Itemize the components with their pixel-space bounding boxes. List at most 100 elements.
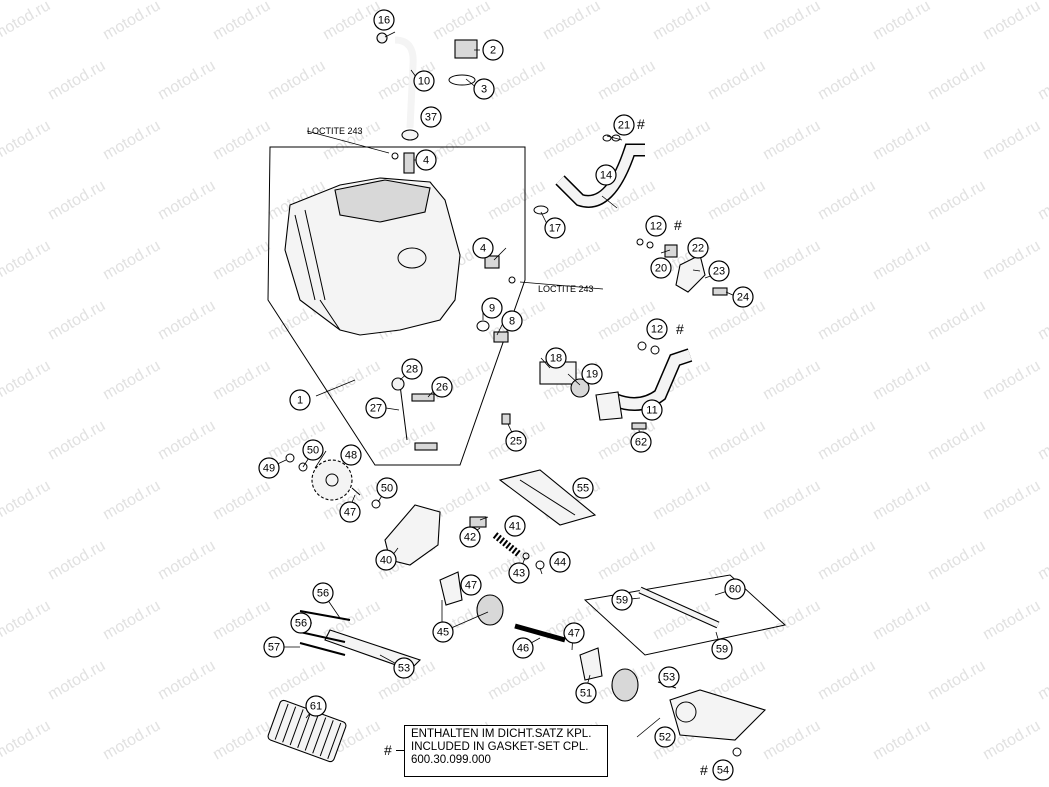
callout-24: 24 bbox=[732, 286, 754, 308]
callout-label: 59 bbox=[616, 595, 628, 607]
callout-label: 61 bbox=[310, 701, 322, 713]
watermark-text: motod.ru bbox=[870, 597, 933, 643]
callout-48: 48 bbox=[340, 444, 362, 466]
watermark-text: motod.ru bbox=[155, 417, 218, 463]
watermark-text: motod.ru bbox=[485, 657, 548, 703]
rotor-51a bbox=[579, 647, 603, 681]
callout-4: 4 bbox=[415, 149, 437, 171]
oil-screen-rib bbox=[519, 479, 576, 516]
o-ring-3 bbox=[448, 74, 476, 86]
callout-59: 59 bbox=[711, 638, 733, 660]
callout-label: 28 bbox=[406, 364, 418, 376]
callout-label: 25 bbox=[510, 436, 522, 448]
watermark-text: motod.ru bbox=[1035, 537, 1049, 583]
watermark-text: motod.ru bbox=[650, 117, 713, 163]
watermark-text: motod.ru bbox=[870, 357, 933, 403]
callout-label: 47 bbox=[465, 580, 477, 592]
callout-label: 56 bbox=[317, 588, 329, 600]
callout-28: 28 bbox=[401, 358, 423, 380]
watermark-text: motod.ru bbox=[45, 297, 108, 343]
callout-37: 37 bbox=[420, 106, 442, 128]
callout-label: 17 bbox=[549, 223, 561, 235]
screw-56a bbox=[299, 610, 351, 621]
watermark-text: motod.ru bbox=[100, 477, 163, 523]
watermark-text: motod.ru bbox=[870, 237, 933, 283]
watermark-text: motod.ru bbox=[0, 357, 53, 403]
watermark-text: motod.ru bbox=[980, 717, 1043, 763]
washer-side bbox=[508, 276, 516, 284]
callout-9: 9 bbox=[481, 297, 503, 319]
callout-51: 51 bbox=[575, 682, 597, 704]
note-mark: # bbox=[384, 742, 392, 758]
callout-52: 52 bbox=[654, 726, 676, 748]
loctite-label-top: LOCTITE 243 bbox=[307, 126, 363, 136]
watermark-text: motod.ru bbox=[650, 0, 713, 43]
watermark-text: motod.ru bbox=[45, 537, 108, 583]
gasket-mark-54: # bbox=[700, 762, 708, 778]
callout-56: 56 bbox=[312, 582, 334, 604]
callout-label: 12 bbox=[650, 221, 662, 233]
callout-label: 18 bbox=[550, 353, 562, 365]
oil-filter-pleats bbox=[274, 703, 342, 759]
callout-label: 21 bbox=[618, 120, 630, 132]
callout-label: 37 bbox=[425, 112, 437, 124]
watermark-text: motod.ru bbox=[430, 117, 493, 163]
o-ring-12a bbox=[636, 238, 644, 246]
callout-47: 47 bbox=[563, 622, 585, 644]
callout-23: 23 bbox=[708, 260, 730, 282]
callout-label: 40 bbox=[380, 555, 392, 567]
o-ring-21b bbox=[611, 134, 621, 142]
drain-plug-8 bbox=[493, 331, 509, 343]
bolt-27b bbox=[414, 442, 438, 451]
callout-12: 12 bbox=[646, 318, 668, 340]
watermark-text: motod.ru bbox=[980, 597, 1043, 643]
callout-62: 62 bbox=[630, 431, 652, 453]
watermark-text: motod.ru bbox=[430, 0, 493, 43]
o-ring-12d bbox=[650, 345, 660, 355]
watermark-text: motod.ru bbox=[705, 417, 768, 463]
watermark-text: motod.ru bbox=[980, 477, 1043, 523]
loctite-labels: LOCTITE 243 LOCTITE 243 bbox=[307, 126, 594, 294]
callout-4: 4 bbox=[472, 237, 494, 259]
watermark-text: motod.ru bbox=[760, 357, 823, 403]
bolt-26 bbox=[411, 393, 435, 402]
spring-41 bbox=[492, 532, 523, 558]
callout-label: 20 bbox=[655, 263, 667, 275]
note-line-partno: 600.30.099.000 bbox=[411, 754, 491, 766]
watermark-text: motod.ru bbox=[210, 357, 273, 403]
callout-label: 47 bbox=[568, 628, 580, 640]
fitting-20 bbox=[664, 244, 678, 258]
watermark-text: motod.ru bbox=[210, 717, 273, 763]
watermark-text: motod.ru bbox=[650, 477, 713, 523]
watermark-text: motod.ru bbox=[45, 57, 108, 103]
watermark-text: motod.ru bbox=[925, 417, 988, 463]
watermark-text: motod.ru bbox=[815, 657, 878, 703]
gasket-mark-12a: # bbox=[674, 217, 682, 233]
watermark-text: motod.ru bbox=[760, 117, 823, 163]
watermark-text: motod.ru bbox=[595, 297, 658, 343]
rotor-45a bbox=[439, 571, 463, 606]
callout-label: 10 bbox=[418, 76, 430, 88]
callout-label: 50 bbox=[381, 483, 393, 495]
watermark-text: motod.ru bbox=[815, 537, 878, 583]
watermark-text: motod.ru bbox=[1035, 297, 1049, 343]
note-leader bbox=[396, 750, 406, 751]
callout-54: 54 bbox=[712, 759, 734, 781]
callout-label: 60 bbox=[729, 584, 741, 596]
callout-44: 44 bbox=[549, 551, 571, 573]
watermark-text: motod.ru bbox=[45, 417, 108, 463]
rotor-51b bbox=[611, 668, 639, 702]
callout-47: 47 bbox=[339, 501, 361, 523]
watermark-text: motod.ru bbox=[485, 177, 548, 223]
callout-61: 61 bbox=[305, 695, 327, 717]
watermark-text: motod.ru bbox=[815, 177, 878, 223]
watermark-text: motod.ru bbox=[540, 117, 603, 163]
callout-47: 47 bbox=[460, 574, 482, 596]
callout-41: 41 bbox=[504, 515, 526, 537]
callout-56: 56 bbox=[290, 612, 312, 634]
watermark-text: motod.ru bbox=[815, 57, 878, 103]
watermark-text: motod.ru bbox=[210, 237, 273, 283]
callout-53: 53 bbox=[393, 657, 415, 679]
callout-label: 53 bbox=[398, 663, 410, 675]
